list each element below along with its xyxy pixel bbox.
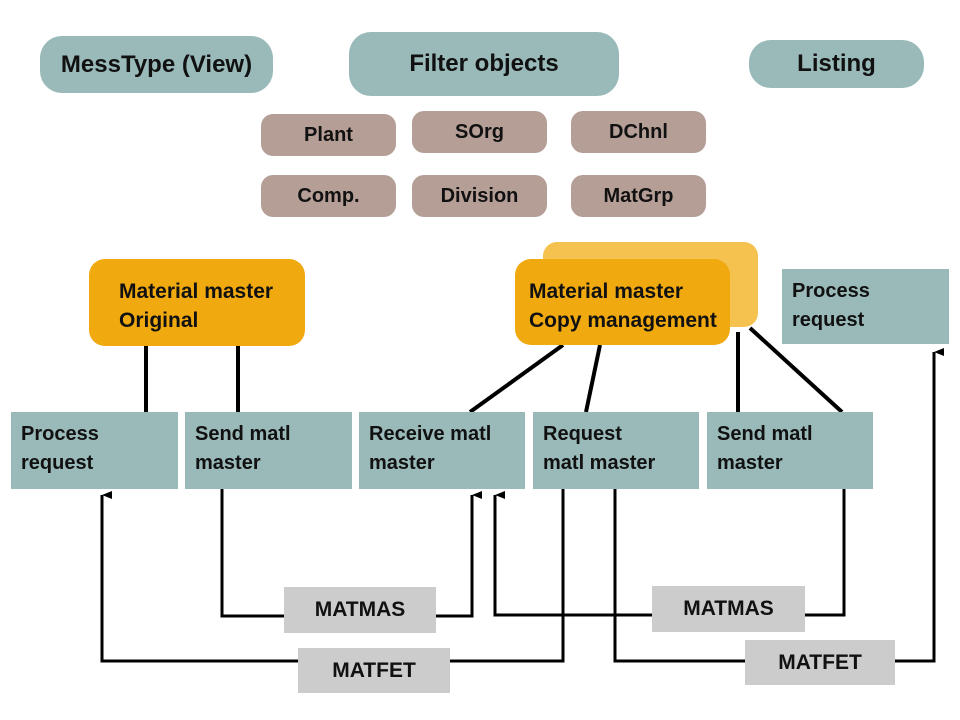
- filter-matgrp-label: MatGrp: [603, 184, 674, 207]
- filter-division-label: Division: [440, 184, 519, 207]
- listing-label: Listing: [797, 50, 876, 77]
- original-line1: Material master: [119, 280, 274, 303]
- send-matl-master-2-line1: Send matl: [717, 423, 813, 445]
- filter-matgrp[interactable]: MatGrp: [571, 175, 706, 217]
- material-master-copy-management[interactable]: Material master Copy management: [515, 259, 730, 345]
- send-matl-master-1[interactable]: Send matl master: [185, 412, 352, 489]
- messtype-view-label: MessType (View): [60, 50, 253, 78]
- message-matfet-right[interactable]: MATFET: [745, 640, 895, 685]
- filter-comp-label: Comp.: [297, 184, 360, 207]
- process-request-right[interactable]: Process request: [782, 269, 949, 344]
- matmas-left-label: MATMAS: [314, 598, 406, 621]
- matfet-right-label: MATFET: [778, 650, 862, 674]
- send-matl-master-1-line1: Send matl: [195, 423, 291, 445]
- message-matfet-left[interactable]: MATFET: [298, 648, 450, 693]
- receive-matl-master-line1: Receive matl: [369, 423, 492, 445]
- request-matl-master-line2: matl master: [543, 452, 656, 474]
- request-matl-master-line1: Request: [543, 423, 622, 445]
- messtype-view-box[interactable]: MessType (View): [40, 36, 273, 93]
- filter-objects-box[interactable]: Filter objects: [349, 32, 619, 96]
- filter-objects-label: Filter objects: [409, 50, 559, 77]
- filter-sorg[interactable]: SOrg: [412, 111, 547, 153]
- receive-matl-master[interactable]: Receive matl master: [359, 412, 525, 489]
- link-copy-request: [584, 344, 602, 413]
- process-request-right-line1: Process: [792, 280, 870, 302]
- material-master-original[interactable]: Material master Original: [89, 259, 305, 346]
- matfet-left-label: MATFET: [332, 658, 416, 682]
- filter-comp[interactable]: Comp.: [261, 175, 396, 217]
- message-matmas-right[interactable]: MATMAS: [652, 586, 805, 632]
- original-line2: Original: [119, 309, 199, 332]
- send-matl-master-2-line2: master: [717, 452, 783, 474]
- process-request-right-line2: request: [792, 309, 865, 331]
- send-matl-master-2[interactable]: Send matl master: [707, 412, 873, 489]
- filter-division[interactable]: Division: [412, 175, 547, 217]
- filter-dchnl-label: DChnl: [609, 120, 668, 143]
- filter-sorg-label: SOrg: [455, 120, 504, 143]
- copy-line2: Copy management: [529, 309, 717, 332]
- filter-plant-label: Plant: [304, 123, 353, 146]
- filter-dchnl[interactable]: DChnl: [571, 111, 706, 153]
- link-copy-receive: [468, 343, 565, 414]
- filter-plant[interactable]: Plant: [261, 114, 396, 156]
- listing-box[interactable]: Listing: [749, 40, 924, 88]
- message-matmas-left[interactable]: MATMAS: [284, 587, 436, 633]
- process-request-left-line1: Process: [21, 423, 99, 445]
- matmas-right-label: MATMAS: [683, 597, 774, 620]
- process-request-left[interactable]: Process request: [11, 412, 178, 489]
- link-copy-send-2: [748, 326, 844, 414]
- process-request-left-line2: request: [21, 452, 94, 474]
- request-matl-master[interactable]: Request matl master: [533, 412, 699, 489]
- receive-matl-master-line2: master: [369, 452, 435, 474]
- copy-line1: Material master: [529, 280, 684, 303]
- send-matl-master-1-line2: master: [195, 452, 261, 474]
